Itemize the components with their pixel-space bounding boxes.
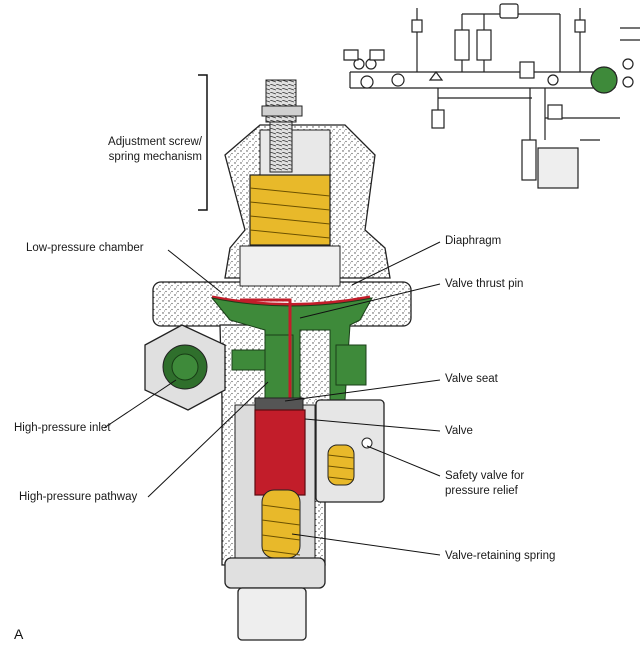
label-safety-valve-1: Safety valve for — [445, 470, 525, 482]
panel-label: A — [14, 626, 24, 642]
adjustment-screw — [261, 79, 303, 173]
label-valve-retaining-spring: Valve-retaining spring — [445, 550, 556, 562]
bottom-plug — [237, 587, 307, 641]
label-low-pressure-chamber: Low-pressure chamber — [26, 242, 144, 254]
bottom-nut — [224, 557, 326, 589]
valve-thrust-pin — [240, 298, 292, 405]
high-pressure-chamber — [210, 297, 373, 401]
label-high-pressure-pathway: High-pressure pathway — [19, 491, 138, 503]
spring-plate — [239, 245, 341, 287]
label-adjustment-screw-2: spring mechanism — [108, 151, 202, 163]
anesthesia-machine-schematic — [343, 3, 640, 189]
label-safety-valve-2: pressure relief — [445, 485, 518, 497]
label-high-pressure-inlet: High-pressure inlet — [14, 422, 111, 434]
safety-valve — [315, 399, 385, 503]
label-valve: Valve — [445, 425, 473, 437]
bracket — [198, 74, 208, 211]
label-adjustment-screw-1: Adjustment screw/ — [108, 136, 202, 148]
main-spring — [249, 174, 331, 246]
valve-retaining-spring — [261, 489, 301, 559]
high-pressure-inlet-nut — [144, 324, 226, 411]
leader-lines — [103, 241, 441, 556]
label-diaphragm: Diaphragm — [445, 235, 502, 247]
label-valve-thrust-pin: Valve thrust pin — [445, 278, 524, 290]
valve — [254, 409, 306, 496]
label-valve-seat: Valve seat — [445, 373, 498, 385]
